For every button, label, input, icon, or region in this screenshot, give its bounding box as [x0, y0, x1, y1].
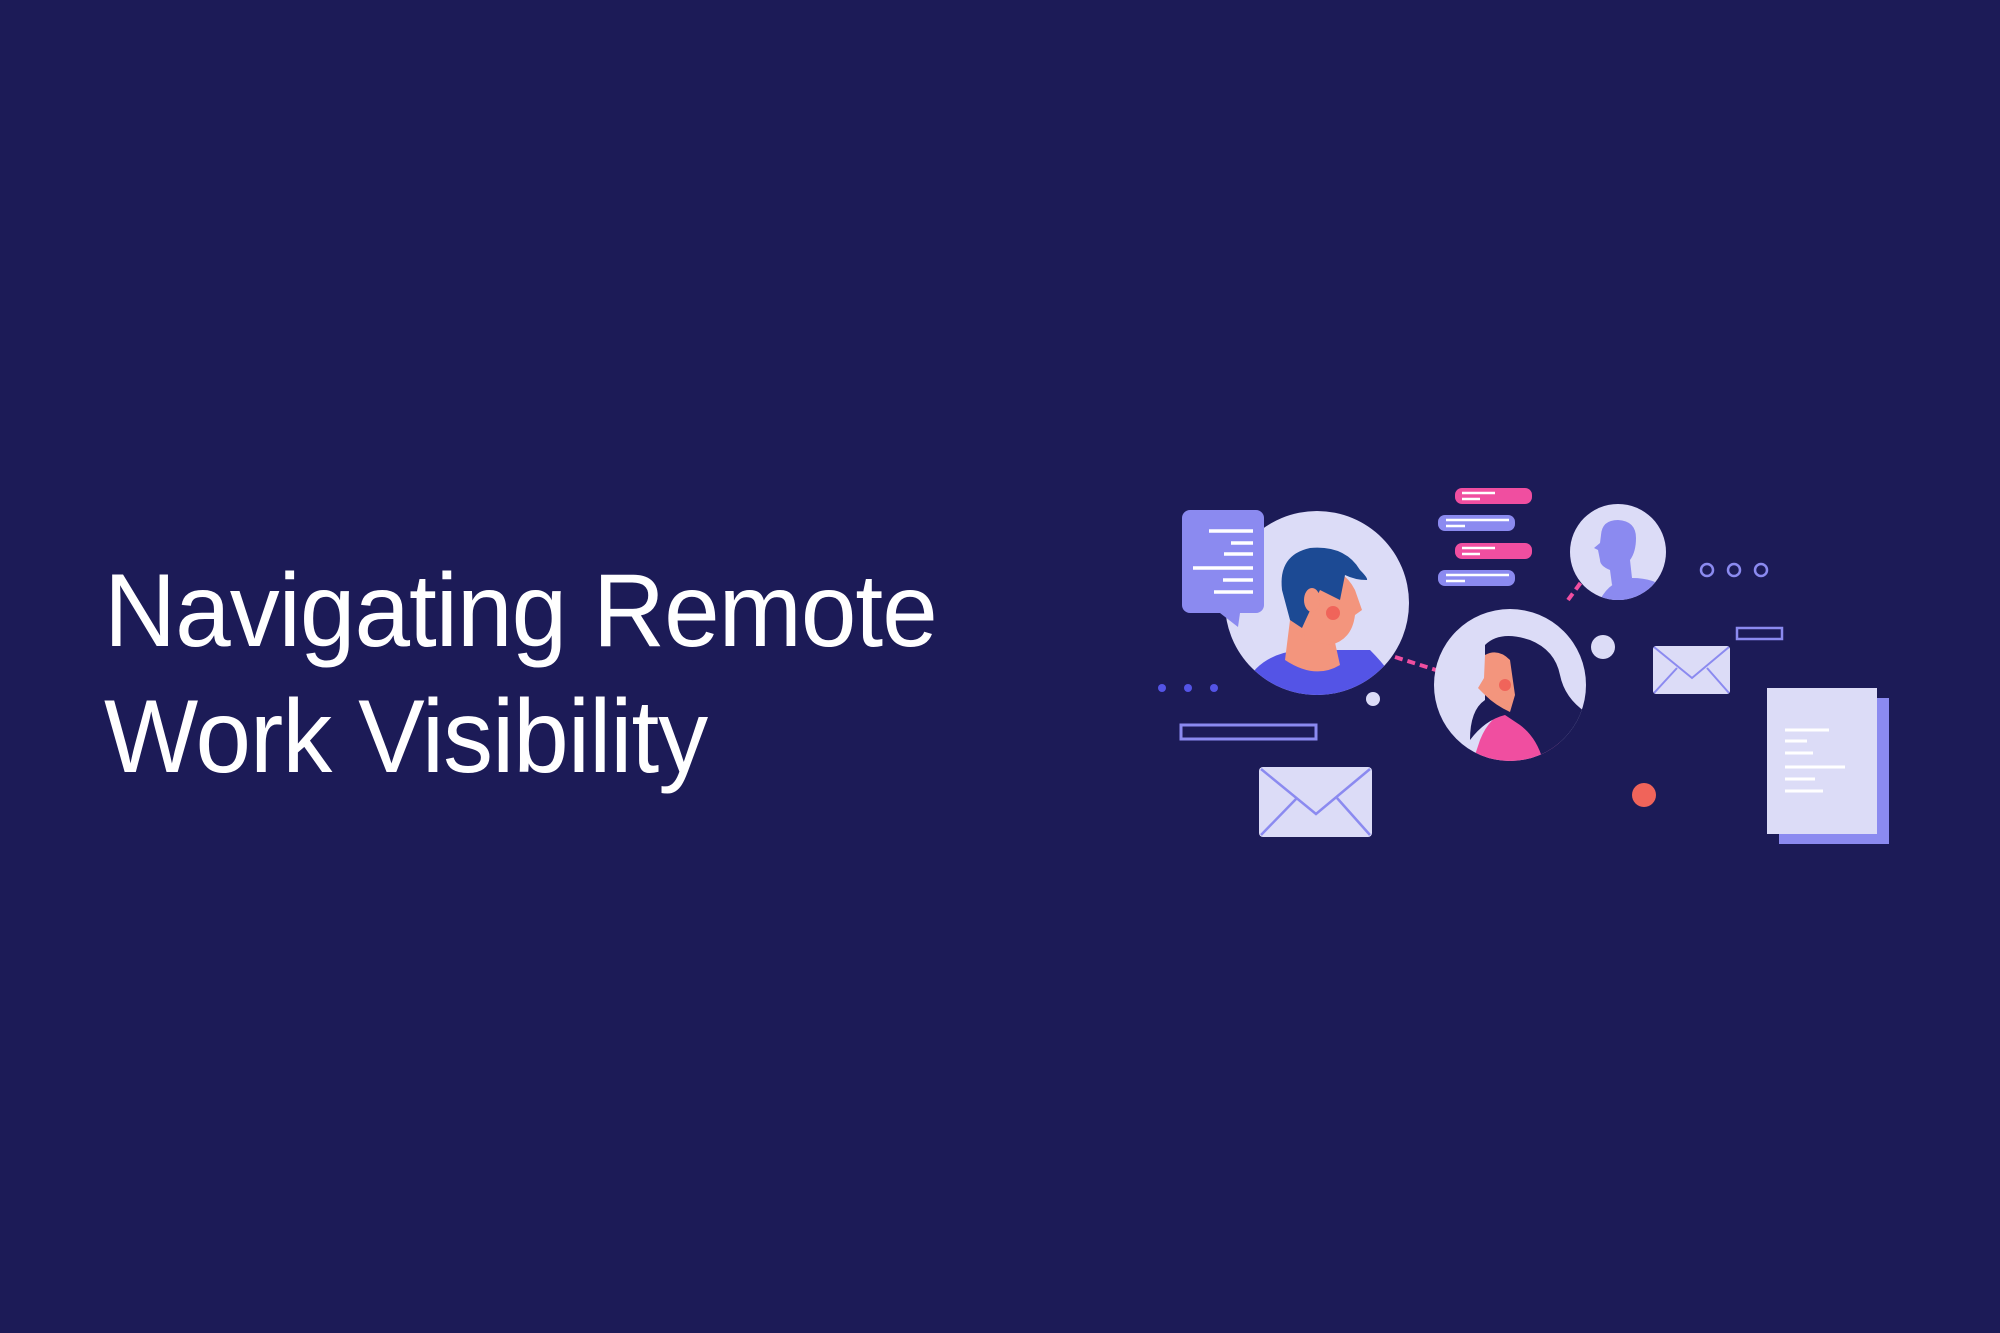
- decorative-dot: [1366, 692, 1380, 706]
- small-bar-outline: [1735, 626, 1784, 641]
- ellipsis-dots-icon: [1158, 684, 1218, 692]
- title-line-2: Work Visibility: [104, 679, 708, 795]
- envelope-icon: [1259, 767, 1372, 837]
- decorative-dot: [1632, 783, 1656, 807]
- message-lines-icon: [1438, 488, 1532, 586]
- woman-avatar-icon: [1434, 609, 1586, 761]
- envelope-icon: [1653, 646, 1730, 694]
- decorative-dot: [1591, 635, 1615, 659]
- user-silhouette-icon: [1570, 504, 1666, 600]
- title-line-1: Navigating Remote: [104, 553, 938, 669]
- chat-bubble-icon: [1182, 510, 1264, 627]
- page-title: Navigating Remote Work Visibility: [104, 548, 938, 800]
- document-icon: [1767, 688, 1889, 844]
- input-bar-outline: [1179, 723, 1318, 741]
- ellipsis-circles-icon: [1699, 562, 1769, 578]
